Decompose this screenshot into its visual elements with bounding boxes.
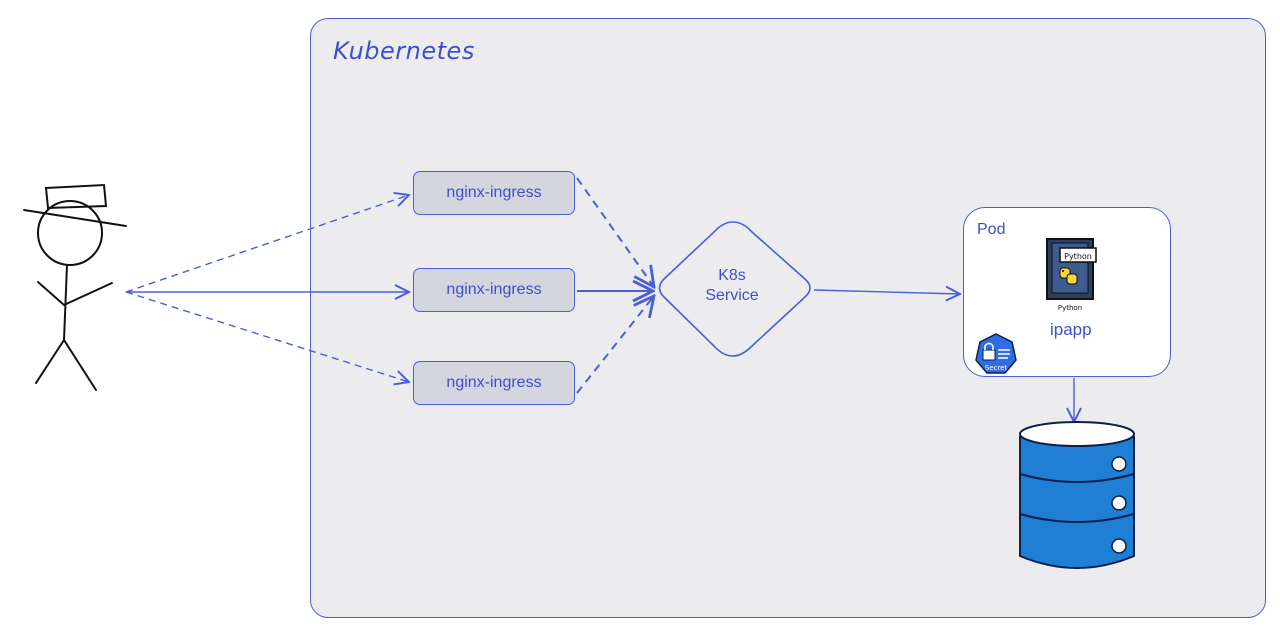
torso [63,264,68,341]
python-runtime-icon: Python Python [1046,238,1097,312]
right-leg [63,339,97,391]
python-tab-text: Python [1064,252,1092,261]
head [37,200,103,266]
hat-brim [23,209,127,227]
service-diamond [658,221,811,357]
service-label[interactable]: K8s Service [692,266,772,306]
pod-label: Pod [977,221,1006,238]
database-icon [1019,421,1135,569]
arms [37,281,113,307]
user-to-ingress-1-edge [125,195,409,293]
left-leg [35,339,65,384]
service-to-pod-edge [813,290,960,294]
python-caption: Python [1058,304,1082,312]
user-to-ingress-3-edge [125,291,409,382]
secret-icon: Secret [975,333,1017,374]
service-label-line1: K8s [718,267,746,284]
service-label-line2: Service [705,287,759,304]
cluster-title: Kubernetes [333,37,475,65]
ingress-node-3[interactable]: nginx-ingress [413,361,575,405]
ingress-node-1[interactable]: nginx-ingress [413,171,575,215]
ingress-node-2[interactable]: nginx-ingress [413,268,575,312]
secret-badge-text: Secret [985,364,1008,372]
app-name-label: ipapp [1050,320,1092,339]
ingress-3-to-service-edge [576,296,654,394]
hat-crown [44,183,108,210]
pod-box[interactable]: Pod Python Python ipapp Secret [963,207,1171,377]
ingress-1-to-service-edge [576,177,654,287]
